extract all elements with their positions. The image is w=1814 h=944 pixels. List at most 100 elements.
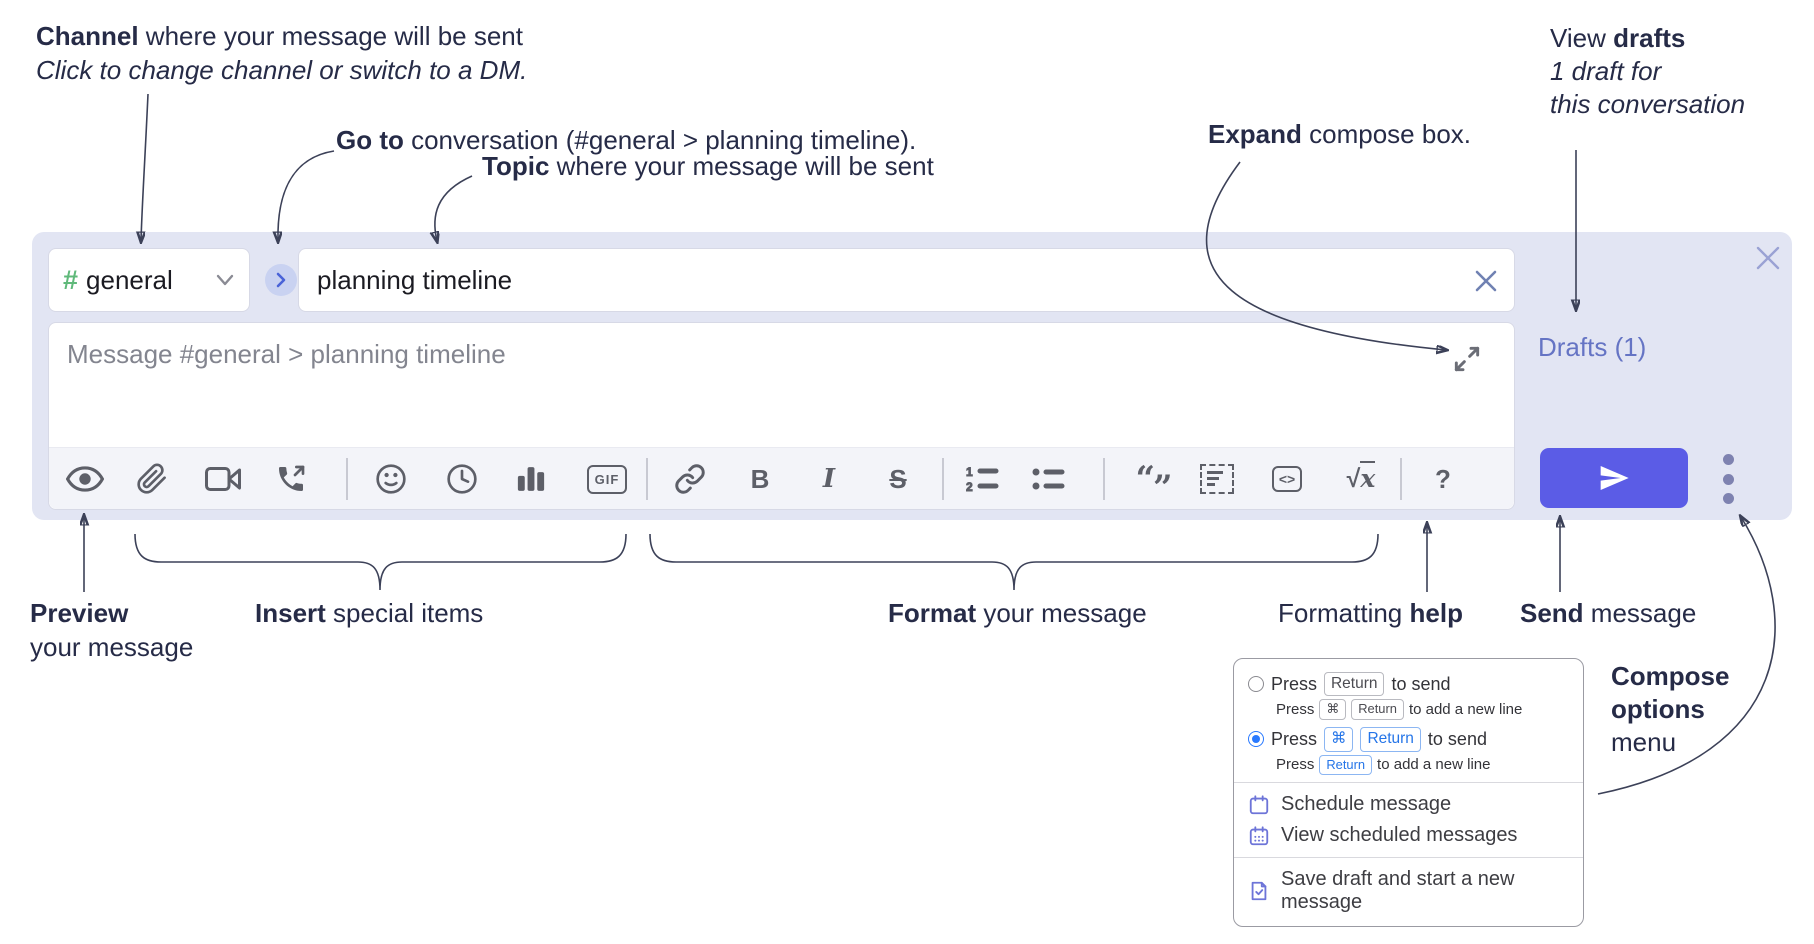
option2-sub-tail: to add a new line bbox=[1377, 756, 1491, 774]
option2-sub-key-return: Return bbox=[1319, 754, 1373, 776]
svg-text:2: 2 bbox=[966, 480, 973, 493]
code-label: <> bbox=[1271, 466, 1303, 492]
menu-item-save-draft[interactable]: Save draft and start a new message bbox=[1248, 864, 1569, 918]
drafts-annotation-pre: View bbox=[1550, 23, 1614, 53]
preview-annotation-line2: your message bbox=[30, 632, 194, 662]
topic-annotation-bold: Topic bbox=[482, 151, 550, 181]
option1-sub-key-cmd: ⌘ bbox=[1319, 699, 1347, 721]
numbered-list-icon[interactable]: 1 2 bbox=[963, 448, 1003, 509]
topic-annotation: Topic where your message will be sent bbox=[482, 150, 934, 183]
help-label: ? bbox=[1435, 463, 1451, 494]
goto-annotation: Go to conversation (#general > planning … bbox=[336, 124, 916, 157]
poll-chart-icon[interactable] bbox=[511, 448, 551, 509]
send-option-cmd-enter-sub: Press Return to add a new line bbox=[1276, 754, 1569, 776]
kebab-dot bbox=[1722, 493, 1734, 504]
go-to-conversation-button[interactable] bbox=[265, 264, 297, 296]
gif-label: GIF bbox=[586, 464, 628, 494]
spoiler-icon[interactable] bbox=[1197, 448, 1237, 509]
quote-icon[interactable]: “” bbox=[1127, 448, 1179, 509]
send-annotation: Send message bbox=[1520, 597, 1696, 630]
channel-annotation: Channel where your message will be sent bbox=[36, 20, 523, 53]
option2-key-return: Return bbox=[1360, 727, 1421, 752]
topic-input[interactable] bbox=[299, 264, 1514, 296]
format-annotation: Format your message bbox=[888, 597, 1147, 630]
menu-item-schedule-message[interactable]: Schedule message bbox=[1248, 789, 1569, 820]
formatting-help-icon[interactable]: ? bbox=[1423, 448, 1463, 509]
message-area[interactable]: Message #general > planning timeline bbox=[48, 322, 1515, 510]
compose-box: # general Message #general > planning ti… bbox=[32, 232, 1792, 520]
option1-tail: to send bbox=[1391, 673, 1451, 694]
channel-annotation-sub: Click to change channel or switch to a D… bbox=[36, 55, 528, 85]
message-placeholder: Message #general > planning timeline bbox=[67, 339, 506, 369]
time-clock-icon[interactable] bbox=[442, 448, 482, 509]
channel-annotation-bold: Channel bbox=[36, 21, 139, 51]
radio-unselected-icon[interactable] bbox=[1248, 676, 1264, 693]
math-sqrt: √ bbox=[1346, 465, 1361, 493]
menu-item-view-scheduled[interactable]: View scheduled messages bbox=[1248, 820, 1569, 851]
format-brace bbox=[649, 533, 1379, 591]
channel-selector[interactable]: # general bbox=[48, 248, 250, 312]
insert-annotation-rest: special items bbox=[325, 598, 484, 628]
toolbar-divider bbox=[346, 458, 348, 500]
radio-selected-icon[interactable] bbox=[1248, 731, 1264, 748]
bold-icon[interactable]: B bbox=[740, 448, 780, 509]
attach-paperclip-icon[interactable] bbox=[132, 448, 172, 509]
strike-label: S bbox=[889, 463, 907, 494]
compose-options-menu-button[interactable] bbox=[1716, 454, 1740, 504]
preview-annotation-bold: Preview bbox=[30, 598, 129, 628]
italic-label: I bbox=[822, 464, 836, 494]
drafts-annotation: View drafts bbox=[1550, 22, 1685, 55]
link-icon[interactable] bbox=[670, 448, 710, 509]
menu-separator bbox=[1234, 857, 1583, 859]
clear-topic-icon[interactable] bbox=[1472, 267, 1500, 295]
compose-options-menu: Press Return to send Press ⌘ Return to a… bbox=[1233, 658, 1584, 928]
toolbar-divider bbox=[942, 458, 944, 500]
emoji-smiley-icon[interactable] bbox=[371, 448, 411, 509]
calendar-icon bbox=[1249, 795, 1269, 814]
send-button[interactable] bbox=[1540, 448, 1688, 508]
bold-label: B bbox=[750, 463, 770, 494]
hash-icon: # bbox=[63, 264, 79, 295]
help-annotation-pre: Formatting bbox=[1278, 598, 1410, 628]
goto-annotation-rest: conversation (#general > planning timeli… bbox=[403, 125, 917, 155]
option2-key-cmd: ⌘ bbox=[1324, 727, 1354, 752]
option1-sub-key-return: Return bbox=[1351, 699, 1404, 721]
send-option-enter[interactable]: Press Return to send bbox=[1248, 672, 1569, 697]
math-icon[interactable]: √x bbox=[1335, 448, 1387, 509]
insert-annotation: Insert special items bbox=[255, 597, 483, 630]
drafts-annotation-line2: 1 draft for bbox=[1550, 56, 1662, 86]
toolbar-divider bbox=[646, 458, 648, 500]
expand-compose-icon[interactable] bbox=[1451, 343, 1483, 375]
calendar-grid-icon bbox=[1249, 826, 1269, 845]
video-call-icon[interactable] bbox=[203, 448, 243, 509]
close-compose-icon[interactable] bbox=[1754, 244, 1782, 272]
option1-sub-press: Press bbox=[1276, 701, 1315, 719]
strikethrough-icon[interactable]: S bbox=[878, 448, 918, 509]
preview-eye-icon[interactable] bbox=[65, 448, 105, 509]
menu-item-label: View scheduled messages bbox=[1281, 824, 1518, 847]
send-annotation-rest: message bbox=[1583, 598, 1697, 628]
send-option-enter-sub: Press ⌘ Return to add a new line bbox=[1276, 699, 1569, 721]
help-annotation: Formatting help bbox=[1278, 597, 1463, 630]
gif-icon[interactable]: GIF bbox=[576, 448, 638, 509]
code-icon[interactable]: <> bbox=[1267, 448, 1307, 509]
send-plane-icon bbox=[1600, 466, 1629, 490]
menu-separator bbox=[1234, 782, 1583, 784]
send-annotation-bold: Send bbox=[1520, 598, 1584, 628]
compose-options-bold1: Compose bbox=[1611, 661, 1730, 691]
goto-arrow bbox=[278, 150, 335, 241]
italic-icon[interactable]: I bbox=[809, 448, 849, 509]
drafts-link[interactable]: Drafts (1) bbox=[1538, 332, 1647, 362]
drafts-annotation-bold: drafts bbox=[1613, 23, 1686, 53]
kebab-dot bbox=[1722, 473, 1734, 485]
send-option-cmd-enter[interactable]: Press ⌘ Return to send bbox=[1248, 727, 1569, 752]
bulleted-list-icon[interactable] bbox=[1029, 448, 1069, 509]
menu-item-label: Schedule message bbox=[1281, 793, 1452, 816]
voice-call-icon[interactable] bbox=[271, 448, 311, 509]
help-annotation-bold: help bbox=[1409, 598, 1463, 628]
channel-arrow bbox=[141, 93, 149, 241]
option1-sub-tail: to add a new line bbox=[1408, 701, 1523, 719]
channel-name: general bbox=[86, 264, 173, 295]
preview-annotation: Preview bbox=[30, 597, 128, 630]
topic-input-wrapper bbox=[298, 248, 1515, 312]
